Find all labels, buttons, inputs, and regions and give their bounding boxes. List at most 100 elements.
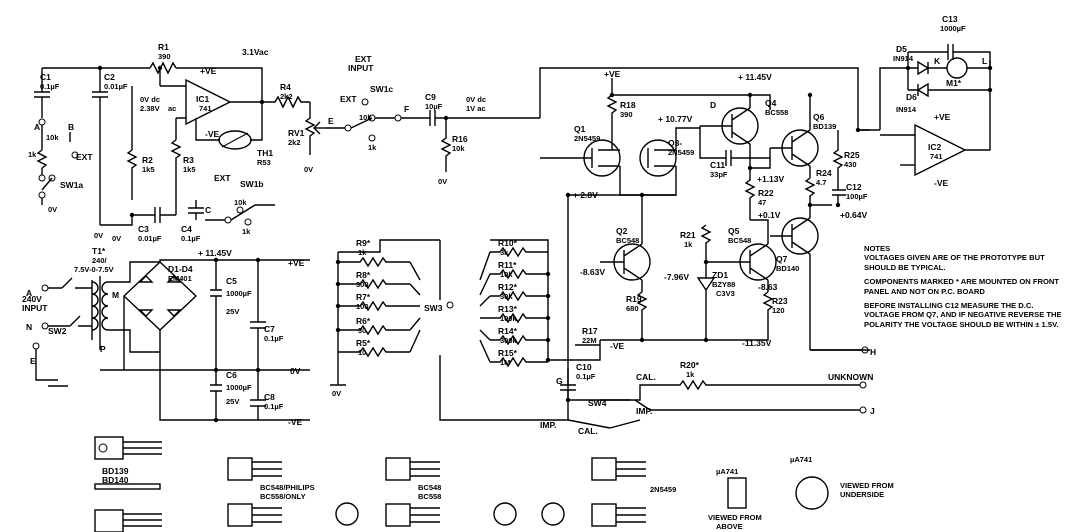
label-r13v: 100k	[500, 314, 518, 323]
label-node-g: G	[556, 376, 563, 386]
label-rv1v: 2k2	[288, 138, 301, 147]
label-sw2: SW2	[48, 326, 67, 336]
label-r6: R6*	[356, 316, 371, 326]
label-d5: D5	[896, 44, 907, 54]
label-node-k: K	[934, 56, 941, 66]
label-v863: -8.63V	[580, 267, 605, 277]
label-q4v: BC558	[765, 108, 788, 117]
label-r18: R18	[620, 100, 636, 110]
label-bd140: BD140	[102, 475, 129, 485]
label-q1: Q1	[574, 124, 586, 134]
label-ov: 0V	[438, 177, 447, 186]
label-r14v: 300k	[500, 336, 518, 345]
label-c11: C11	[710, 160, 725, 170]
label-rv1: RV1	[288, 128, 305, 138]
label-bc558o: BC558/ONLY	[260, 492, 306, 501]
label-r12v: 30k	[500, 292, 513, 301]
label-ov3: 0V	[94, 231, 103, 240]
label-c13: C13	[942, 14, 958, 24]
label-r10: R10*	[498, 238, 518, 248]
label-v0dc2: 0V dc	[466, 95, 486, 104]
label-c1: C1	[40, 72, 51, 82]
label-ic2: IC2	[928, 142, 942, 152]
label-r20v: 1k	[686, 370, 695, 379]
label-r9v: 1k	[358, 248, 367, 257]
label-c6: C6	[226, 370, 237, 380]
label-q2v: BC548	[616, 236, 639, 245]
label-k1c: 1k	[242, 227, 251, 236]
label-bd139: BD139	[102, 466, 129, 476]
label-bc558: BC558	[418, 492, 441, 501]
label-k10c: 10k	[234, 198, 247, 207]
label-ve-ic2m: -VE	[934, 178, 949, 188]
label-r16: R16	[452, 134, 468, 144]
label-r9: R9*	[356, 238, 371, 248]
label-r19: R19	[626, 294, 642, 304]
label-viewed-above: VIEWED FROM	[708, 513, 762, 522]
label-r4: R4	[280, 82, 291, 92]
label-ve-ic2: +VE	[934, 112, 951, 122]
label-cal2: CAL.	[578, 426, 598, 436]
label-zd1v2: C3V3	[716, 289, 735, 298]
label-ext-in: EXT	[355, 54, 372, 64]
label-ua741: µA741	[716, 467, 738, 476]
label-r11: R11*	[498, 260, 517, 270]
pinout-diagrams	[94, 436, 829, 532]
label-v863b: -8.63	[758, 282, 778, 292]
label-d6v: IN914	[896, 105, 917, 114]
label-n: N	[26, 322, 32, 332]
label-d14v: EM401	[168, 274, 192, 283]
label-c3: C3	[138, 224, 149, 234]
label-th1: TH1	[257, 148, 273, 158]
label-v31: 3.1Vac	[242, 47, 269, 57]
label-v0dc: 0V dc	[140, 95, 160, 104]
label-t1v2: 7.5V-0-7.5V	[74, 265, 114, 274]
label-imp: IMP.	[540, 420, 556, 430]
label-c12: C12	[846, 182, 862, 192]
label-r23v: 120	[772, 306, 785, 315]
label-r2v: 1k5	[142, 165, 155, 174]
label-v1145: + 11.45V	[738, 72, 772, 82]
label-d5v: IN914	[893, 54, 914, 63]
label-pve1: +VE	[604, 69, 621, 79]
label-r14: R14*	[498, 326, 518, 336]
label-ic2v: 741	[930, 152, 943, 161]
label-c4: C4	[181, 224, 192, 234]
label-r11v: 10k	[500, 270, 513, 279]
label-m: M	[112, 290, 119, 300]
label-r4v: 2k2	[280, 92, 293, 101]
label-node-b: B	[68, 122, 74, 132]
label-c9v: 10µF	[425, 102, 443, 111]
label-th1v: R53	[257, 158, 271, 167]
label-c2v: 0.01µF	[104, 82, 128, 91]
junction-dots	[97, 65, 993, 423]
label-zd1v: BZY88	[712, 280, 735, 289]
label-r24: R24	[816, 168, 832, 178]
label-c7v: 0.1µF	[264, 334, 284, 343]
label-r17: R17	[582, 326, 598, 336]
label-c10: C10	[576, 362, 592, 372]
label-r3v: 1k5	[183, 165, 196, 174]
label-imp2: IMP.	[636, 406, 652, 416]
label-r8v: 300	[356, 280, 369, 289]
label-q5v: BC548	[728, 236, 751, 245]
label-bc548: BC548	[418, 483, 441, 492]
label-r18v: 390	[620, 110, 633, 119]
label-r17v: 22M	[582, 336, 597, 345]
label-c8: C8	[264, 392, 275, 402]
label-node-d: D	[710, 100, 716, 110]
label-v240: 240V	[22, 294, 42, 304]
label-r1v: 390	[158, 52, 171, 61]
label-q2: Q2	[616, 226, 628, 236]
label-r25v: 430	[844, 160, 857, 169]
label-c6v2: 25V	[226, 397, 239, 406]
label-ov5: 0V	[304, 165, 313, 174]
label-v1ac: 1V ac	[466, 104, 486, 113]
label-q6: Q6	[813, 112, 825, 122]
label-c3v: 0.01µF	[138, 234, 162, 243]
label-sw3: SW3	[424, 303, 443, 313]
label-node-c: C	[205, 205, 211, 215]
label-r1: R1	[158, 42, 169, 52]
